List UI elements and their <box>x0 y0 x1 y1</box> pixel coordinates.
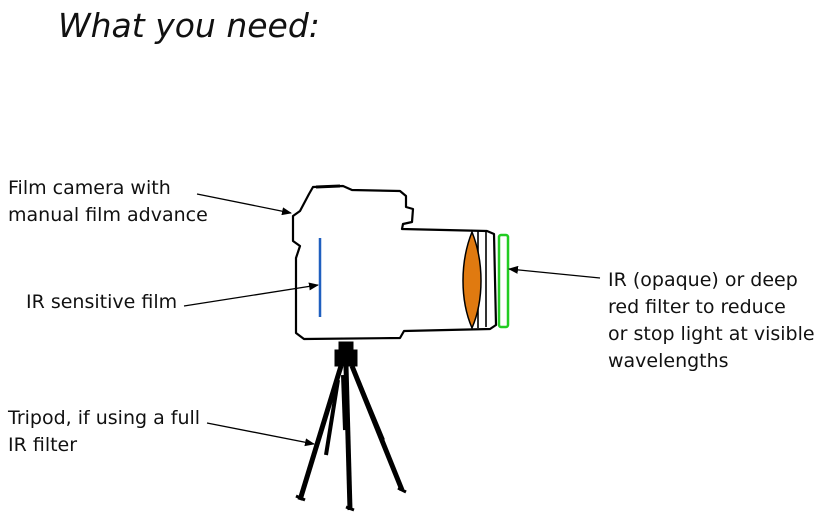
tripod-label-line-1: Tripod, if using a full <box>8 407 201 429</box>
camera-label: Film camera with manual film advance <box>8 175 208 229</box>
filter-label-line-1: IR (opaque) or deep <box>608 269 798 291</box>
film-label-line-1: IR sensitive film <box>26 291 178 313</box>
camera-top-detail <box>315 184 341 189</box>
filter-label: IR (opaque) or deep red filter to reduce… <box>608 267 815 375</box>
page-title: What you need: <box>58 6 320 45</box>
filter-arrow <box>508 265 601 279</box>
camera-arrow <box>196 193 292 216</box>
filter-label-line-2: red filter to reduce <box>608 296 786 318</box>
camera-label-line-1: Film camera with <box>8 177 171 199</box>
filter-label-line-4: wavelengths <box>608 350 729 372</box>
camera-body-outline <box>291 184 498 341</box>
lens-icon <box>462 229 482 330</box>
tripod-icon <box>295 341 407 512</box>
tripod-label: Tripod, if using a full IR filter <box>8 405 200 459</box>
filter-label-line-3: or stop light at visible <box>608 323 815 345</box>
ir-filter <box>497 233 510 329</box>
film-label: IR sensitive film <box>26 289 177 316</box>
tripod-label-line-2: IR filter <box>8 434 78 456</box>
camera-label-line-2: manual film advance <box>8 204 208 226</box>
tripod-arrow <box>206 422 315 447</box>
film-arrow <box>183 282 319 307</box>
